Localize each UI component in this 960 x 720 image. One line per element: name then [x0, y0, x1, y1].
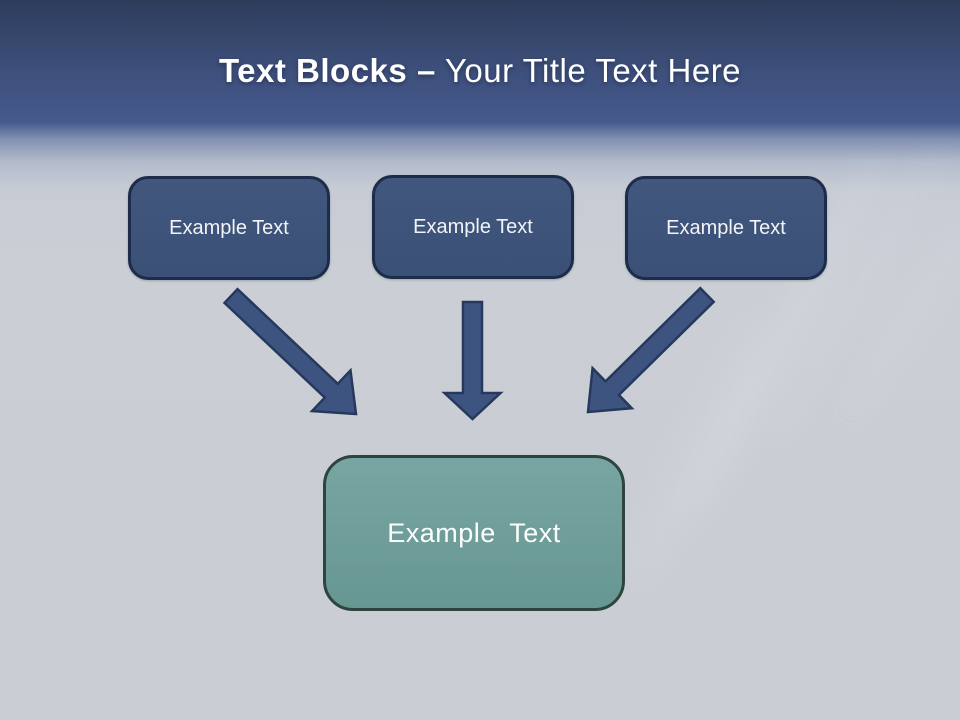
- text-block-1-label: Example Text: [169, 216, 289, 239]
- arrow-down-right-icon: [222, 287, 358, 416]
- text-block-3-label: Example Text: [666, 216, 786, 239]
- slide-title-bold: Text Blocks: [218, 52, 408, 89]
- text-block-1: Example Text: [128, 176, 330, 280]
- light-streak: [616, 306, 784, 594]
- arrow-down-left-icon: [586, 286, 716, 414]
- slide-title-regular: Your Title Text Here: [444, 52, 742, 89]
- text-block-2-label: Example Text: [413, 215, 533, 238]
- text-block-2: Example Text: [372, 175, 574, 279]
- text-block-3: Example Text: [625, 176, 827, 280]
- result-block: Example Text: [323, 455, 625, 611]
- slide-title: Text Blocks – Your Title Text Here: [0, 52, 960, 90]
- result-block-label: Example Text: [387, 517, 561, 548]
- arrow-down-icon: [441, 300, 504, 421]
- slide-title-dash: –: [416, 52, 436, 89]
